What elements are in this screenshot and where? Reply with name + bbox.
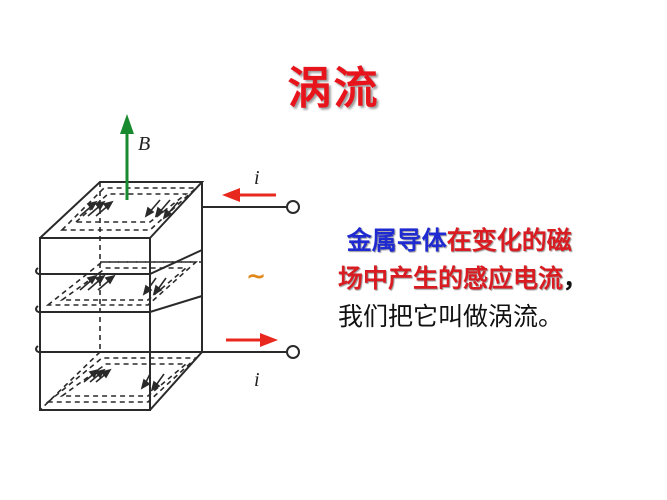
definition-line-2: 场中产生的感应电流， [338, 260, 638, 298]
eddy-arrows [79, 199, 179, 392]
text-changing-magnetic: 在变化的磁 [446, 226, 572, 255]
ac-source-symbol: ~ [246, 262, 266, 290]
page-title: 涡流 [287, 63, 380, 114]
current-label-top: i [254, 167, 260, 189]
definition-line-1: 金属导体在变化的磁 [338, 222, 638, 260]
current-arrow-in [222, 188, 276, 202]
current-label-bottom: i [254, 369, 260, 391]
field-label-b: B [138, 133, 150, 155]
coil-windings [35, 249, 203, 353]
leads [202, 206, 287, 353]
definition-text: 金属导体在变化的磁 场中产生的感应电流， 我们把它叫做涡流。 [338, 222, 638, 336]
magnetic-field-arrow [120, 114, 134, 200]
definition-line-3: 我们把它叫做涡流。 [338, 298, 638, 336]
text-called-eddy-current: 我们把它叫做涡流。 [338, 302, 564, 331]
terminal-top [286, 200, 300, 214]
current-arrow-out [226, 333, 278, 347]
term-metal-conductor: 金属导体 [346, 226, 447, 255]
text-induced-current: 场中产生的感应电流 [338, 264, 564, 293]
comma: ， [563, 264, 589, 293]
terminal-bottom [286, 345, 300, 359]
